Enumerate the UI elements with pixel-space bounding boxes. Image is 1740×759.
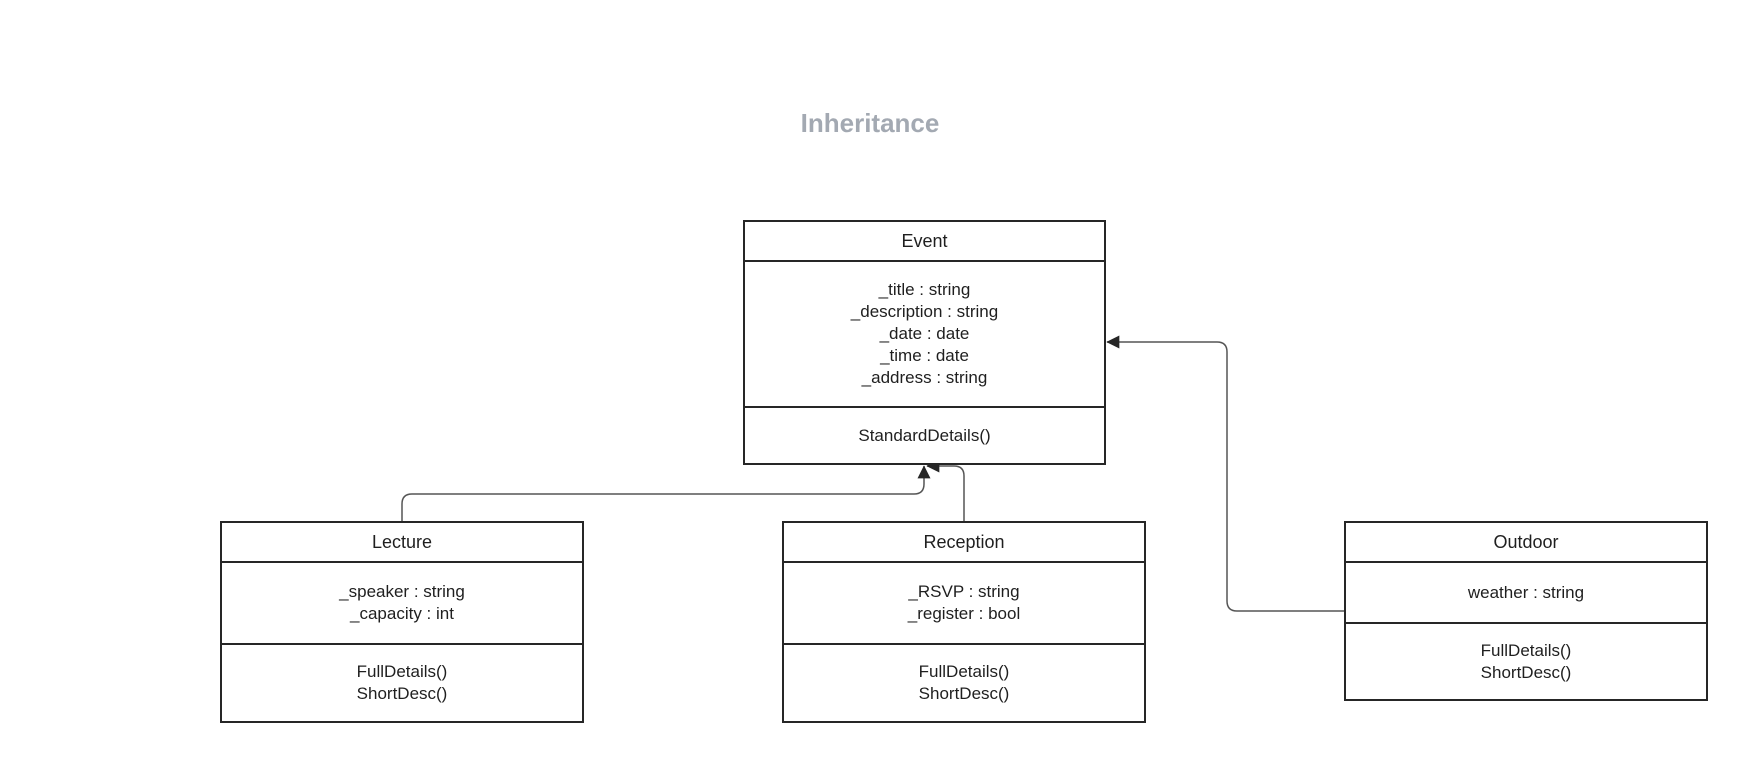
outdoor-class-name: Outdoor: [1346, 523, 1706, 563]
outdoor-to-event-connector: [1106, 335, 1346, 612]
lecture-attribute: _speaker : string: [339, 582, 465, 601]
reception-class-box[interactable]: Reception _RSVP : string _register : boo…: [782, 521, 1146, 723]
event-attribute: _title : string: [878, 280, 971, 299]
outdoor-method: FullDetails(): [1480, 640, 1572, 660]
event-methods: StandardDetails(): [745, 408, 1104, 463]
lecture-methods: FullDetails() ShortDesc(): [222, 645, 582, 721]
reception-class-name: Reception: [784, 523, 1144, 563]
event-class-name: Event: [745, 222, 1104, 262]
lecture-method: ShortDesc(): [356, 684, 448, 703]
event-attribute: _time : date: [880, 346, 969, 365]
outdoor-methods: FullDetails() ShortDesc(): [1346, 624, 1706, 699]
event-attribute: _description : string: [850, 302, 999, 321]
event-class-box[interactable]: Event _title : string _description : str…: [743, 220, 1106, 465]
diagram-title: Inheritance: [800, 108, 940, 138]
reception-methods: FullDetails() ShortDesc(): [784, 645, 1144, 721]
lecture-class-name: Lecture: [222, 523, 582, 563]
event-attribute: _address : string: [861, 368, 988, 387]
reception-to-event-connector: [926, 459, 965, 521]
reception-method: FullDetails(): [918, 662, 1010, 681]
event-attributes: _title : string _description : string _d…: [745, 262, 1104, 408]
reception-attribute: _register : bool: [907, 604, 1021, 623]
event-method: StandardDetails(): [858, 425, 991, 445]
reception-attributes: _RSVP : string _register : bool: [784, 563, 1144, 645]
lecture-method: FullDetails(): [356, 662, 448, 681]
lecture-to-event-connector: [401, 465, 931, 521]
outdoor-attributes: weather : string: [1346, 563, 1706, 624]
lecture-attributes: _speaker : string _capacity : int: [222, 563, 582, 645]
reception-method: ShortDesc(): [918, 684, 1010, 703]
lecture-class-box[interactable]: Lecture _speaker : string _capacity : in…: [220, 521, 584, 723]
lecture-attribute: _capacity : int: [350, 604, 454, 623]
outdoor-attribute: weather : string: [1467, 582, 1585, 602]
outdoor-method: ShortDesc(): [1480, 662, 1572, 682]
outdoor-class-box[interactable]: Outdoor weather : string FullDetails() S…: [1344, 521, 1708, 701]
reception-attribute: _RSVP : string: [908, 582, 1020, 601]
event-attribute: _date : date: [879, 324, 970, 343]
